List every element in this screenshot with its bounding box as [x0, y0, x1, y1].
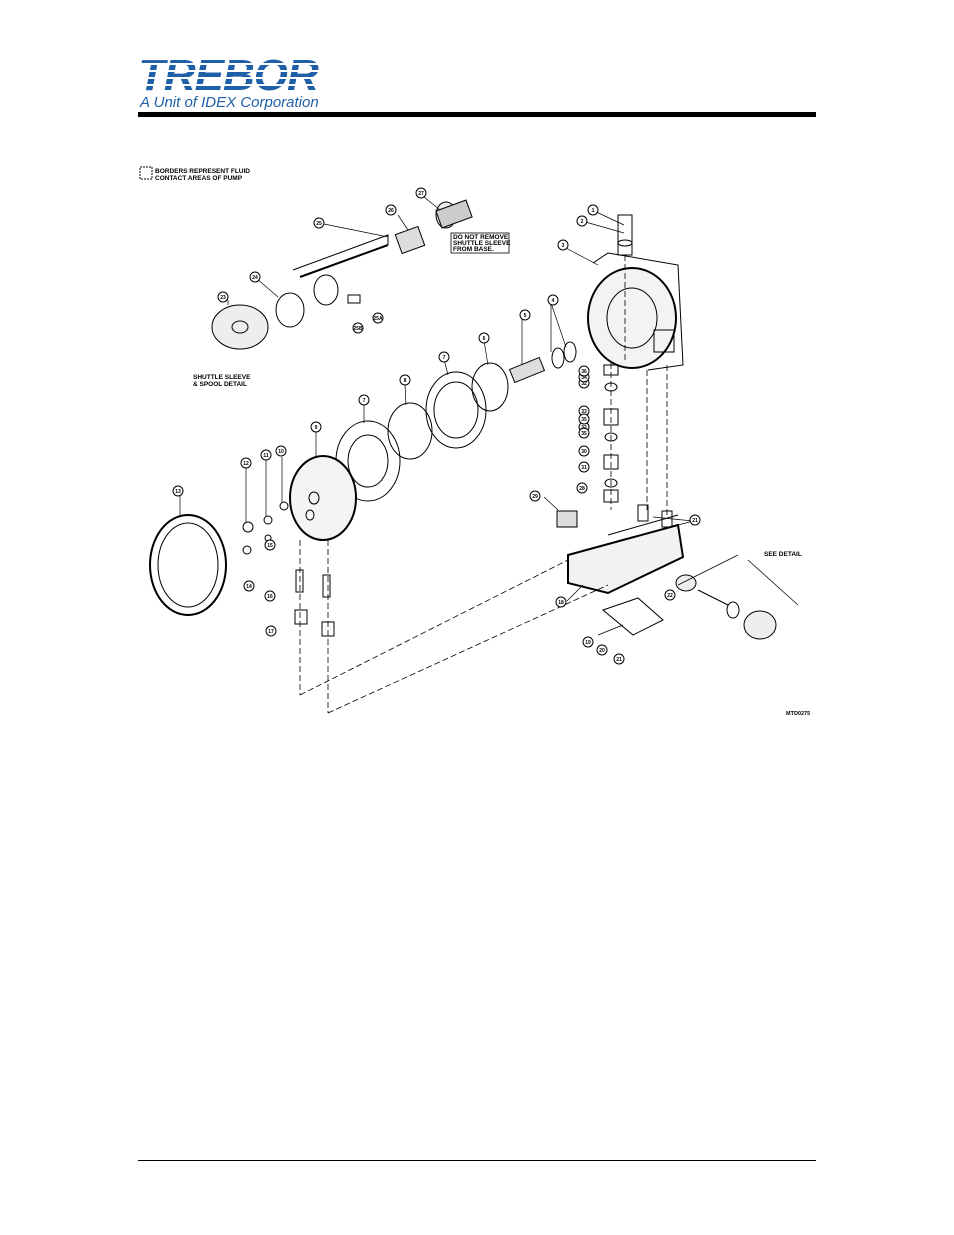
- callout-label: 16: [267, 594, 273, 600]
- exploded-parts-diagram: BORDERS REPRESENT FLUID CONTACT AREAS OF…: [138, 165, 818, 720]
- body-housing: [592, 252, 684, 371]
- washer-11: [263, 515, 273, 525]
- shuttle-label-line1: SHUTTLE SLEEVE: [193, 374, 251, 381]
- washer-6: [471, 362, 509, 412]
- o-ring-24: [275, 292, 305, 328]
- o-ring-detail: [726, 601, 740, 619]
- callout-label: 30: [581, 449, 587, 455]
- bracket-20: [601, 597, 664, 636]
- shuttle-label-line2: & SPOOL DETAIL: [193, 381, 247, 388]
- plug-1: [617, 214, 633, 256]
- callout-label: 19: [585, 640, 591, 646]
- nut-10: [279, 501, 289, 511]
- callout-label: 6: [483, 336, 486, 342]
- callout-label: 31: [581, 465, 587, 471]
- note-line3: FROM BASE.: [453, 246, 494, 253]
- callout-label: 35: [581, 431, 587, 437]
- trebor-logo: TREBOR A Unit of IDEX Corporation: [138, 54, 348, 112]
- ring-nut-13: [149, 514, 227, 616]
- logo-wordmark: TREBOR: [138, 51, 319, 100]
- note-box: [450, 232, 510, 254]
- drawing-id: MTD0275: [786, 711, 810, 717]
- callout-label: 32: [581, 425, 587, 431]
- part-12: [242, 521, 254, 533]
- callout-label: 21: [616, 657, 622, 663]
- callout-label: 35: [581, 417, 587, 423]
- plug-30: [556, 510, 578, 528]
- callout-label: 14: [246, 584, 252, 590]
- callout-label: 12: [243, 461, 249, 467]
- note-line1: DO NOT REMOVE: [453, 234, 509, 241]
- callout-label: 25B: [353, 326, 363, 332]
- o-ring-4b: [563, 341, 577, 363]
- callout-label: 36: [581, 369, 587, 375]
- callout-label: 28: [579, 486, 585, 492]
- center-body: [587, 267, 677, 369]
- legend-line2: CONTACT AREAS OF PUMP: [155, 175, 243, 182]
- part-14: [242, 545, 252, 555]
- logo-subtitle: A Unit of IDEX Corporation: [140, 94, 319, 111]
- callout-markers: [172, 187, 701, 665]
- callout-label: 7: [443, 355, 446, 361]
- footer-rule: [138, 1160, 816, 1161]
- callout-label: 23: [220, 295, 226, 301]
- callout-label: 27: [418, 191, 424, 197]
- stud-16a: [295, 569, 304, 593]
- plate-8: [387, 402, 433, 460]
- diaphragm-7-back: [425, 371, 487, 449]
- callout-label: 18: [558, 600, 564, 606]
- callout-label: 9: [315, 425, 318, 431]
- nut-17a: [294, 609, 308, 625]
- callout-label: 11: [263, 453, 269, 459]
- callout-label: 20: [599, 648, 605, 654]
- callout-label: 15: [267, 543, 273, 549]
- o-ring-4a: [551, 347, 565, 369]
- callout-label: 7: [363, 398, 366, 404]
- spool-gear: [394, 225, 426, 255]
- callout-label: 26: [388, 208, 394, 214]
- shaft-5: [508, 356, 546, 384]
- spool-cap: [211, 304, 269, 350]
- callout-label: 25: [316, 221, 322, 227]
- note-line2: SHUTTLE SLEEVE: [453, 240, 511, 247]
- callout-label: 10: [278, 449, 284, 455]
- header-rule: [138, 112, 816, 117]
- callout-label: 22: [667, 593, 673, 599]
- callout-labels: 1234567789101112131415161718192021212223…: [175, 191, 698, 663]
- cap-detail: [743, 610, 777, 640]
- filter-27: [435, 199, 473, 229]
- callout-label: 3: [562, 243, 565, 249]
- housing-9: [289, 455, 357, 541]
- check-valve-22: [675, 574, 697, 592]
- callout-label: 29: [532, 494, 538, 500]
- legend-line1: BORDERS REPRESENT FLUID: [155, 168, 250, 175]
- callout-label: 5: [524, 313, 527, 319]
- callout-label: 33: [581, 409, 587, 415]
- callout-label: 8: [404, 378, 407, 384]
- callout-label: 2: [581, 219, 584, 225]
- callout-label: 1: [592, 208, 595, 214]
- stud-16b: [322, 574, 331, 598]
- callout-label: 21: [692, 518, 698, 524]
- callout-label: 34: [581, 375, 587, 381]
- callout-label: 4: [552, 298, 555, 304]
- see-detail-label: SEE DETAIL: [764, 551, 802, 558]
- snap-ring: [313, 274, 339, 306]
- callout-label: 24: [252, 275, 258, 281]
- spool-shaft: [299, 244, 389, 278]
- base-block-18: [567, 523, 685, 595]
- callout-label: 25A: [373, 316, 383, 322]
- callout-label: 32: [581, 381, 587, 387]
- callout-label: 13: [175, 489, 181, 495]
- pin-25a: [347, 294, 361, 304]
- legend-dashed-box: [139, 166, 153, 180]
- callout-label: 17: [268, 629, 274, 635]
